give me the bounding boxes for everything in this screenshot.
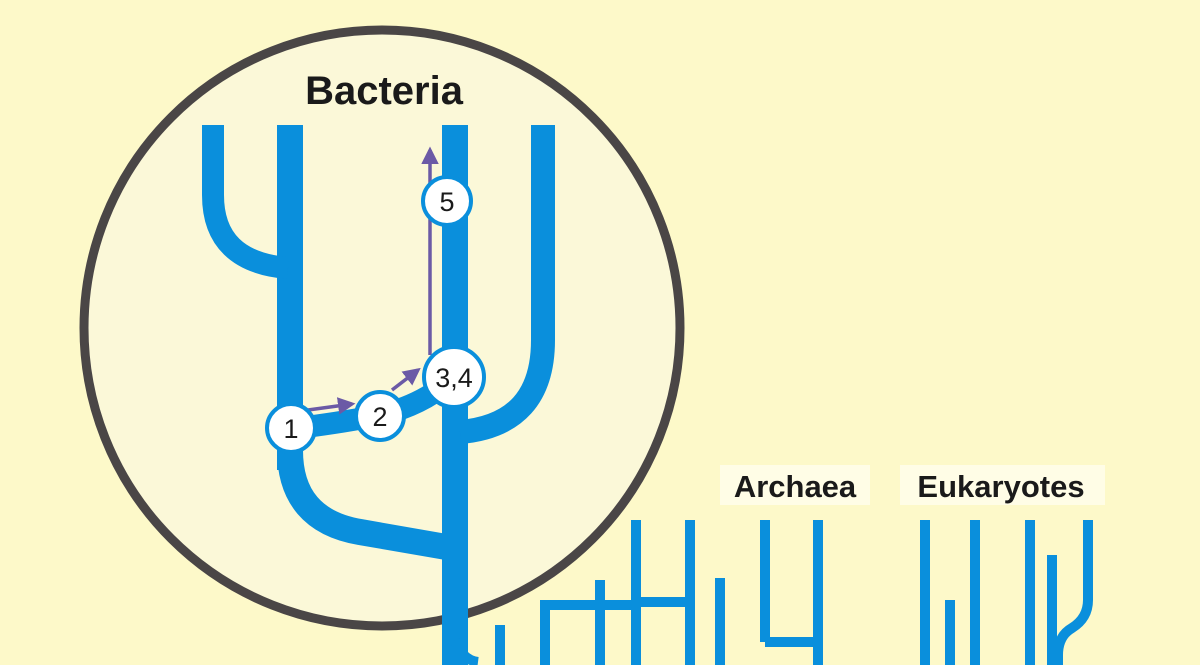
node-3-4-label: 3,4 — [435, 363, 473, 393]
arrow-1-to-2 — [307, 397, 356, 415]
label-archaea-group: Archaea — [720, 465, 870, 505]
node-1: 1 — [265, 402, 317, 454]
eukaryote-branches — [920, 520, 1093, 665]
node-5-label: 5 — [439, 187, 454, 217]
lens-ring — [79, 25, 685, 631]
archaea-branches — [495, 520, 823, 665]
node-3-4: 3,4 — [422, 345, 486, 409]
label-bacteria: Bacteria — [305, 69, 464, 113]
node-2-label: 2 — [372, 402, 387, 432]
node-2: 2 — [354, 390, 406, 442]
label-eukaryotes-group: Eukaryotes — [900, 465, 1105, 505]
label-archaea: Archaea — [734, 469, 857, 504]
node-1-label: 1 — [283, 414, 298, 444]
bacteria-bottom-stub — [450, 638, 479, 665]
bacteria-far-right-branch — [458, 125, 555, 444]
bacteria-merge-curve — [277, 449, 455, 561]
label-eukaryotes: Eukaryotes — [917, 469, 1084, 504]
background-tree — [495, 520, 1093, 665]
node-5: 5 — [421, 175, 473, 227]
arrow-2-to-34 — [390, 367, 421, 392]
bacteria-far-left-branch — [202, 125, 290, 279]
